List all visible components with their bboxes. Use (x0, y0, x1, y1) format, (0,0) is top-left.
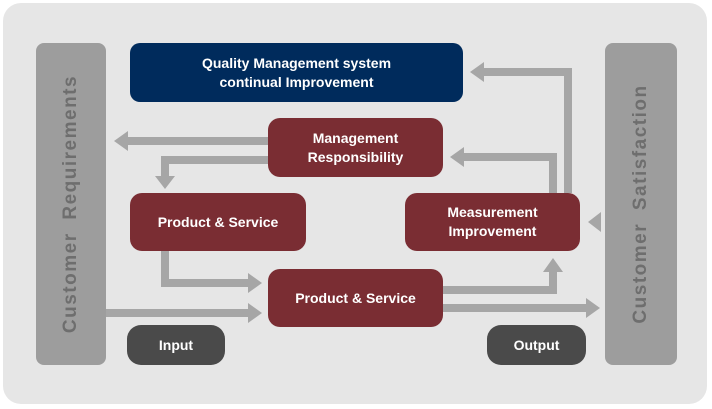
measurement-line1: Measurement (447, 204, 538, 220)
output-label: Output (513, 336, 560, 353)
output-box: Output (487, 325, 586, 365)
arrow-management-to-product (161, 156, 268, 178)
arrowhead-up (543, 258, 563, 272)
measurement-line2: Improvement (448, 223, 537, 239)
arrow-measurement-to-qms (482, 68, 572, 193)
customer-requirements-bar: Customer Requirements (36, 43, 106, 365)
arrow-product-to-product (161, 251, 250, 287)
product-service-top-box: Product & Service (130, 193, 306, 251)
qms-box: Quality Management system continual Impro… (130, 43, 463, 102)
product-service-top-label: Product & Service (157, 213, 279, 230)
arrowhead-down (155, 176, 175, 189)
product-service-bottom-label: Product & Service (295, 289, 416, 306)
customer-satisfaction-bar: Customer Satisfaction (605, 43, 677, 365)
input-label: Input (158, 336, 194, 353)
arrowhead-right (248, 303, 262, 323)
management-line2: Responsibility (307, 148, 404, 165)
arrow-measurement-to-management (462, 153, 557, 193)
arrow-product-to-measurement (443, 270, 557, 294)
qms-line1: Quality Management system (201, 54, 392, 71)
customer-satisfaction-label: Customer Satisfaction (630, 84, 651, 324)
arrowhead-right (248, 273, 262, 293)
qms-line2: continual Improvement (219, 73, 374, 90)
product-service-bottom-box: Product & Service (268, 269, 443, 327)
arrowhead-right (586, 298, 600, 318)
management-line1: Management (312, 129, 399, 146)
input-box: Input (127, 325, 225, 365)
arrowhead-left (470, 62, 484, 82)
arrowhead-left (114, 131, 128, 151)
arrowhead-left (450, 147, 464, 167)
customer-requirements-label: Customer Requirements (60, 74, 81, 334)
arrowhead-left (588, 212, 601, 232)
